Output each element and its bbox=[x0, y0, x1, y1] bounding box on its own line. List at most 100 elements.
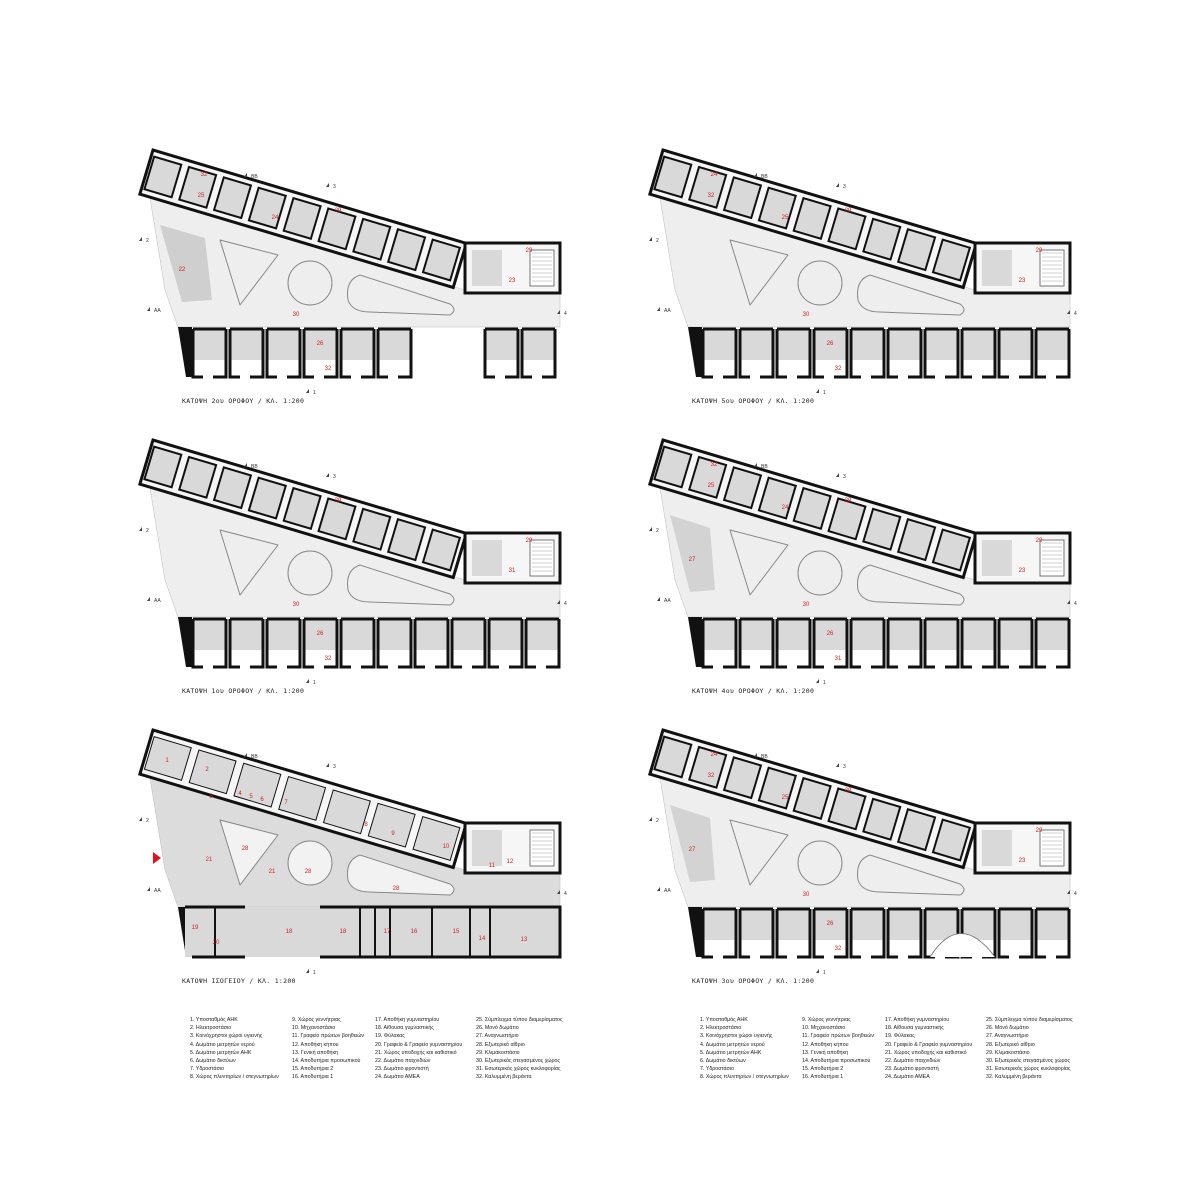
section-marker-icon bbox=[147, 307, 150, 311]
room bbox=[472, 250, 502, 286]
room-wall bbox=[524, 617, 561, 669]
single-room bbox=[888, 620, 920, 650]
room bbox=[896, 518, 937, 562]
room-wall bbox=[701, 617, 738, 669]
room-wall bbox=[450, 617, 487, 669]
single-room bbox=[485, 330, 517, 360]
legend-item: 16. Αποδυτήρια 1 bbox=[292, 1074, 334, 1081]
room-wall bbox=[812, 907, 849, 959]
legend-item: 21. Χώρος υποδοχής και καθιστικό bbox=[885, 1049, 967, 1056]
room bbox=[757, 476, 798, 520]
legend-item: 26. Μονό δωμάτιο bbox=[986, 1025, 1029, 1032]
section-marker-label: 4 bbox=[564, 891, 567, 897]
room bbox=[688, 165, 728, 209]
triangle-atrium bbox=[729, 529, 789, 596]
playroom-area bbox=[160, 225, 212, 302]
single-room bbox=[378, 330, 410, 360]
reading-room-area bbox=[670, 805, 715, 882]
legend-item: 9. Χώρος γεννήτριας bbox=[802, 1017, 851, 1023]
single-room bbox=[1036, 620, 1068, 650]
room-label: 23 bbox=[1019, 858, 1026, 864]
room-label: 21 bbox=[269, 869, 276, 875]
section-marker-icon bbox=[816, 969, 819, 973]
room-wall bbox=[701, 907, 738, 959]
room-label: 24 bbox=[272, 215, 279, 221]
room-label: 29 bbox=[845, 498, 852, 504]
section-marker-icon bbox=[836, 183, 839, 187]
legend-item: 30. Εξωτερικός στεγασμένος χώρος bbox=[476, 1058, 561, 1065]
round-atrium bbox=[797, 550, 843, 596]
room bbox=[653, 445, 693, 489]
room-wall bbox=[960, 327, 997, 379]
upper-wing bbox=[137, 148, 469, 290]
room-wall bbox=[487, 617, 524, 669]
room bbox=[688, 455, 728, 499]
wedge-wall bbox=[178, 327, 194, 377]
room-label: 10 bbox=[443, 844, 450, 850]
legend-item: 28. Εξωτερικό αίθριο bbox=[476, 1041, 525, 1048]
legend-item: 12. Αποθήκη κήπου bbox=[802, 1041, 849, 1048]
upper-wing bbox=[647, 438, 979, 580]
single-room bbox=[777, 910, 809, 940]
legend-item: 25. Σύμπλεγμα τύπου διαμερίσματος bbox=[986, 1017, 1073, 1023]
legend-item: 4. Δωμάτιο μετρητών νερού bbox=[700, 1041, 765, 1048]
room-wall bbox=[960, 617, 997, 669]
room-wall bbox=[738, 617, 775, 669]
room-label: 28 bbox=[242, 846, 249, 852]
room-wall bbox=[302, 327, 339, 379]
room bbox=[688, 745, 728, 789]
single-room bbox=[304, 330, 336, 360]
room-wall bbox=[738, 907, 775, 959]
plan-title: ΚΑΤΟΨΗ 1ου ΟΡΟΦΟΥ / ΚΛ. 1:200 bbox=[182, 687, 305, 695]
room-wall bbox=[849, 617, 886, 669]
room bbox=[792, 776, 832, 821]
room-label: 20 bbox=[213, 940, 220, 946]
room-label: 25 bbox=[708, 483, 715, 489]
room-label: 19 bbox=[192, 925, 199, 931]
single-room bbox=[341, 620, 373, 650]
single-room bbox=[962, 620, 994, 650]
room-wall bbox=[738, 327, 775, 379]
room-wall bbox=[265, 327, 302, 379]
room-wall bbox=[191, 617, 228, 669]
single-room bbox=[777, 330, 809, 360]
room-wall bbox=[886, 617, 923, 669]
single-room bbox=[703, 330, 735, 360]
section-marker-label: 1 bbox=[823, 390, 826, 396]
legend-item: 19. Φύλακας bbox=[885, 1033, 915, 1040]
legend-item: 7. Υδροστάσιο bbox=[700, 1066, 734, 1073]
single-room bbox=[888, 910, 920, 940]
section-marker-icon bbox=[1067, 890, 1070, 894]
section-marker-icon bbox=[1067, 600, 1070, 604]
room bbox=[178, 455, 218, 499]
room-label: 29 bbox=[845, 208, 852, 214]
room bbox=[896, 808, 937, 852]
legend-item: 17. Αποθήκη γυμναστηρίου bbox=[375, 1017, 440, 1023]
room-label: 24 bbox=[782, 505, 789, 511]
wedge-wall bbox=[178, 617, 194, 667]
round-atrium bbox=[797, 840, 843, 886]
section-marker-icon bbox=[244, 173, 247, 177]
single-room bbox=[267, 620, 299, 650]
single-room bbox=[777, 620, 809, 650]
upper-wing bbox=[647, 728, 979, 870]
room bbox=[247, 186, 288, 230]
single-room bbox=[814, 910, 846, 940]
section-marker-label: 2 bbox=[656, 238, 659, 244]
room bbox=[317, 207, 357, 251]
section-marker-icon bbox=[306, 679, 309, 683]
room-label: 22 bbox=[179, 267, 186, 273]
section-marker-icon bbox=[657, 597, 660, 601]
legend-item: 2. Ηλεκτροστάσιο bbox=[700, 1025, 742, 1032]
single-room bbox=[703, 910, 735, 940]
room-wall bbox=[886, 327, 923, 379]
room-label: 18 bbox=[340, 929, 347, 935]
legend-item: 17. Αποθήκη γυμναστηρίου bbox=[885, 1017, 950, 1023]
room-label: 30 bbox=[803, 602, 810, 608]
room-wall bbox=[775, 327, 812, 379]
section-marker-label: 1 bbox=[823, 680, 826, 686]
